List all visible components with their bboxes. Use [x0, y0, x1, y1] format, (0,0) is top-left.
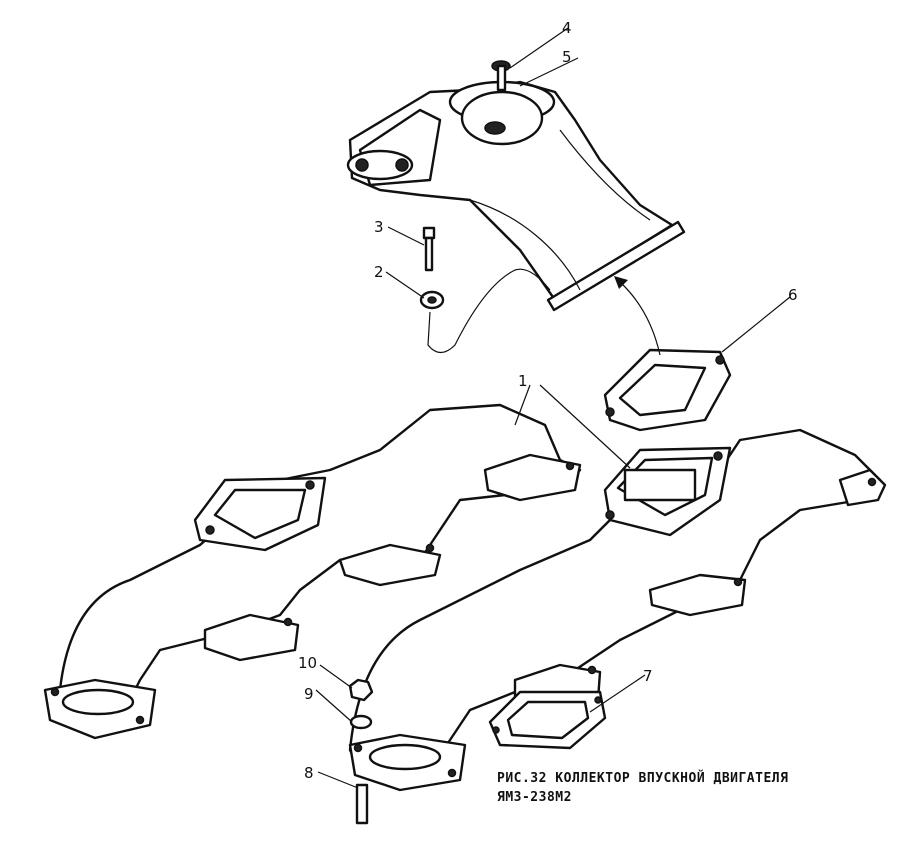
label-6: 6 [788, 286, 798, 304]
bolt-4 [491, 60, 511, 92]
gasket-7 [488, 690, 607, 750]
label-9: 9 [304, 685, 314, 703]
label-2: 2 [374, 263, 384, 281]
label-4: 4 [562, 19, 572, 37]
stud-8 [355, 783, 369, 825]
assembly-line-washer [427, 268, 551, 354]
bolt-3 [422, 226, 436, 272]
label-5: 5 [562, 48, 572, 66]
washer-9 [349, 714, 373, 730]
label-7: 7 [643, 667, 653, 685]
washer-2 [419, 290, 445, 310]
nut-10 [348, 678, 374, 702]
assembly-arrow [619, 281, 661, 356]
leader-lines [315, 27, 791, 789]
figure-caption-line1: РИС.32 КОЛЛЕКТОР ВПУСКНОЙ ДВИГАТЕЛЯ [497, 771, 789, 786]
label-8: 8 [304, 764, 314, 782]
label-1: 1 [518, 372, 528, 390]
intake-elbow [346, 80, 686, 312]
label-3: 3 [374, 218, 384, 236]
left-manifold [43, 403, 582, 740]
arrow-head [614, 276, 628, 289]
label-10: 10 [298, 654, 317, 672]
gasket-6 [603, 348, 732, 432]
figure-caption-line2: ЯМЗ-238М2 [497, 790, 572, 805]
